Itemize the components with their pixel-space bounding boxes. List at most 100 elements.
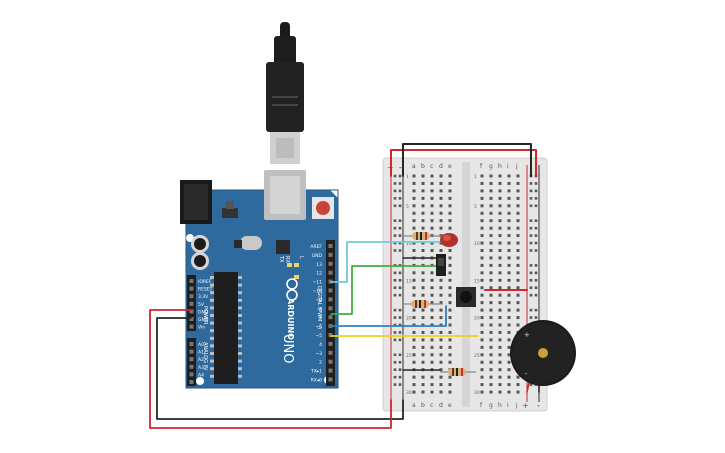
breadboard-hole xyxy=(498,256,502,260)
power-pin[interactable] xyxy=(189,286,194,291)
digital-pin[interactable] xyxy=(328,315,333,320)
digital-pin[interactable] xyxy=(328,270,333,275)
digital-pin[interactable] xyxy=(328,341,333,346)
digital-pin-label: ~11 xyxy=(313,280,323,286)
breadboard-hole xyxy=(480,345,484,349)
breadboard-hole xyxy=(480,234,484,238)
digital-pin[interactable] xyxy=(328,261,333,266)
digital-pin[interactable] xyxy=(328,252,333,257)
digital-pin-label: AREF xyxy=(310,244,322,250)
power-pin[interactable] xyxy=(189,324,194,329)
row-label: 5 xyxy=(474,204,477,210)
analog-pin[interactable] xyxy=(189,380,194,384)
breadboard-hole xyxy=(430,211,434,215)
rail-hole xyxy=(393,204,397,208)
breadboard-hole xyxy=(448,360,452,364)
breadboard-hole xyxy=(480,204,484,208)
push-button[interactable] xyxy=(456,287,476,307)
power-pin[interactable] xyxy=(189,309,194,314)
piezo-buzzer: + - xyxy=(510,320,576,386)
breadboard-hole xyxy=(480,174,484,178)
rail-hole xyxy=(398,308,402,312)
digital-pin[interactable] xyxy=(328,359,333,364)
rail-hole xyxy=(529,182,533,185)
breadboard-hole xyxy=(489,241,493,245)
power-pin[interactable] xyxy=(189,301,194,306)
rail-hole xyxy=(398,174,402,178)
digital-pin[interactable] xyxy=(328,333,333,337)
analog-pin[interactable] xyxy=(189,364,194,369)
breadboard-hole xyxy=(480,211,484,215)
digital-pin[interactable] xyxy=(328,306,333,311)
breadboard-hole xyxy=(480,360,484,364)
breadboard-hole xyxy=(421,174,425,178)
breadboard-hole xyxy=(448,256,452,260)
digital-pin[interactable] xyxy=(328,288,333,293)
breadboard-hole xyxy=(480,375,484,379)
breadboard-hole xyxy=(480,323,484,327)
rail-hole xyxy=(393,331,397,334)
digital-pin[interactable] xyxy=(328,244,333,248)
breadboard-hole xyxy=(412,196,416,200)
column-label: c xyxy=(430,163,433,170)
rail-hole xyxy=(398,241,402,245)
breadboard-hole xyxy=(421,330,425,334)
rail-hole xyxy=(398,204,402,208)
breadboard-hole xyxy=(448,249,452,252)
analog-pin[interactable] xyxy=(189,342,194,346)
digital-pin[interactable] xyxy=(328,350,333,355)
row-label: 10 xyxy=(474,241,480,247)
digital-pin[interactable] xyxy=(328,377,333,382)
buzzer-plus-label: + xyxy=(524,331,530,339)
slide-switch[interactable] xyxy=(436,254,446,276)
breadboard-hole xyxy=(448,390,452,394)
resistor xyxy=(403,232,443,240)
rail-hole xyxy=(529,219,533,222)
breadboard-hole xyxy=(480,256,484,260)
breadboard-hole xyxy=(439,375,443,379)
column-label: a xyxy=(412,402,416,409)
breadboard-hole xyxy=(498,249,502,252)
breadboard-hole xyxy=(489,375,493,379)
power-pin[interactable] xyxy=(189,294,194,299)
rail-hole xyxy=(393,174,397,178)
rail-hole xyxy=(398,353,402,357)
breadboard-hole xyxy=(448,316,452,320)
breadboard-hole xyxy=(489,226,493,230)
column-label: g xyxy=(489,163,493,170)
breadboard-hole xyxy=(498,174,502,178)
row-label: 10 xyxy=(406,241,412,247)
power-pin[interactable] xyxy=(189,279,194,283)
breadboard-hole xyxy=(489,390,493,394)
analog-pin[interactable] xyxy=(189,372,194,377)
breadboard-hole xyxy=(498,211,502,215)
breadboard-hole xyxy=(430,189,434,193)
breadboard-hole xyxy=(480,241,484,245)
analog-pin[interactable] xyxy=(189,357,194,362)
breadboard-hole xyxy=(516,174,520,178)
digital-header xyxy=(326,240,335,386)
breadboard-hole xyxy=(507,286,511,290)
digital-pin-label: 2 xyxy=(319,360,322,366)
rail-hole xyxy=(398,234,402,237)
column-label: e xyxy=(448,163,452,170)
rail-hole xyxy=(393,197,397,200)
breadboard-hole xyxy=(430,174,434,178)
arduino-board: TX RX L ARDUINO UNO DIGITAL (PWM ~) POWE… xyxy=(180,170,339,389)
digital-pin[interactable] xyxy=(328,297,333,302)
rail-hole xyxy=(529,308,533,312)
breadboard-hole xyxy=(507,308,511,312)
rail-hole xyxy=(534,226,538,230)
digital-pin[interactable] xyxy=(328,368,333,373)
rail-hole xyxy=(398,368,402,371)
analog-pin[interactable] xyxy=(189,349,194,354)
digital-pin-label: TX▸1 xyxy=(310,369,322,375)
breadboard-hole xyxy=(448,338,452,342)
wire-black-top xyxy=(402,143,532,177)
power-pin[interactable] xyxy=(189,317,194,321)
breadboard-hole xyxy=(448,226,452,230)
breadboard-hole xyxy=(421,308,425,312)
wire-green xyxy=(330,265,438,315)
analog-label: ANALOG IN xyxy=(202,342,208,370)
